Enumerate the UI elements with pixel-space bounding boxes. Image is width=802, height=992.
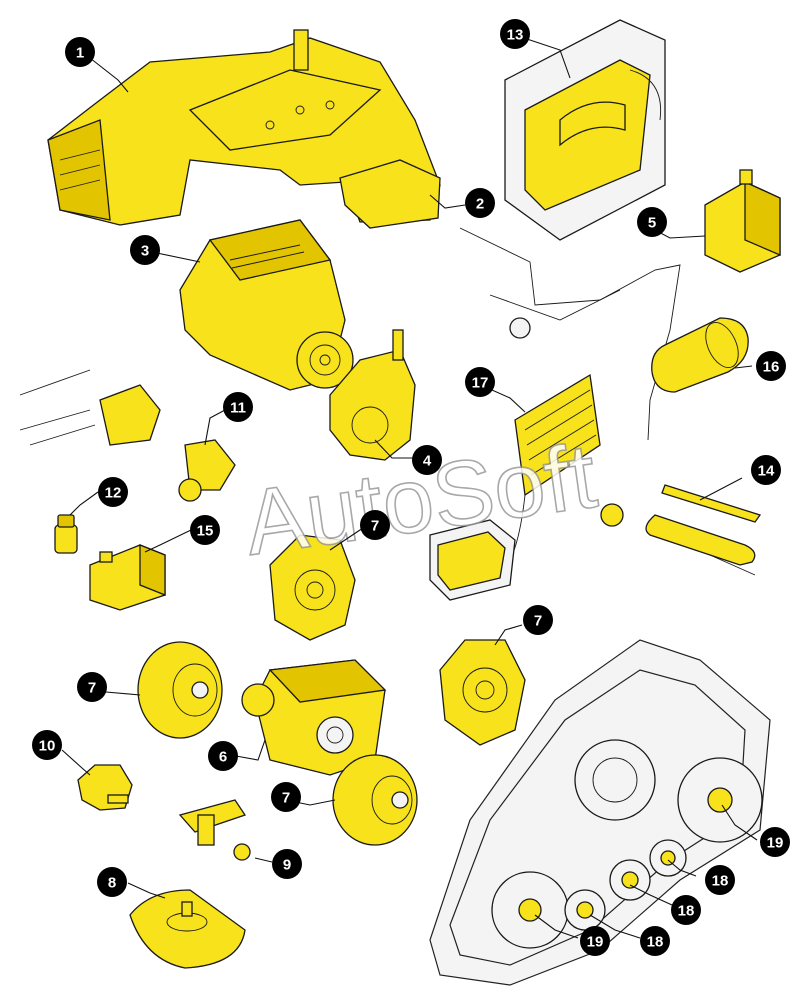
part-final-drive-1 — [269, 534, 356, 641]
callout-10: 10 — [32, 730, 62, 760]
callout-11: 11 — [223, 392, 253, 422]
callout-14: 14 — [751, 455, 781, 485]
part-expansion-tank — [89, 544, 166, 611]
callout-18-c: 18 — [640, 926, 670, 956]
svg-text:7: 7 — [534, 613, 542, 630]
part-gear-housing — [329, 329, 416, 461]
part-cooling-package — [504, 19, 666, 241]
svg-text:19: 19 — [587, 934, 604, 951]
svg-text:13: 13 — [507, 27, 524, 44]
part-frame-bracket — [339, 159, 441, 229]
leader-lines — [61, 35, 758, 939]
part-air-tank — [651, 317, 749, 393]
callout-15: 15 — [190, 515, 220, 545]
part-control-unit — [429, 503, 624, 601]
svg-text:4: 4 — [423, 453, 432, 470]
part-hydraulic-reservoir — [704, 169, 781, 273]
callout-7-top: 7 — [360, 510, 390, 540]
part-sensor-canister — [54, 514, 78, 554]
svg-text:6: 6 — [219, 749, 227, 766]
svg-text:19: 19 — [767, 835, 784, 852]
callout-13: 13 — [500, 19, 530, 49]
svg-text:5: 5 — [648, 215, 656, 232]
svg-text:14: 14 — [758, 463, 775, 480]
svg-text:1: 1 — [76, 45, 84, 62]
callout-6: 6 — [208, 741, 238, 771]
callout-17: 17 — [465, 367, 495, 397]
svg-text:18: 18 — [712, 873, 729, 890]
part-grease-gun — [645, 484, 762, 576]
part-track-undercarriage — [429, 639, 771, 986]
callout-3: 3 — [130, 235, 160, 265]
callout-7-left: 7 — [77, 672, 107, 702]
svg-text:11: 11 — [230, 400, 246, 417]
svg-text:10: 10 — [39, 738, 56, 755]
svg-text:2: 2 — [476, 196, 484, 213]
callout-18-a: 18 — [705, 865, 735, 895]
callout-12: 12 — [98, 477, 128, 507]
callout-18-b: 18 — [671, 895, 701, 925]
callout-19-a: 19 — [760, 827, 790, 857]
svg-text:17: 17 — [472, 375, 489, 392]
part-final-drive-2 — [137, 641, 223, 739]
svg-text:7: 7 — [282, 790, 290, 807]
svg-text:16: 16 — [763, 359, 780, 376]
part-pto-gearbox — [19, 369, 236, 502]
callout-19-b: 19 — [580, 926, 610, 956]
callout-9: 9 — [272, 849, 302, 879]
part-final-drive-4 — [332, 754, 418, 846]
part-angle-drive — [77, 764, 133, 811]
part-final-drive-3 — [439, 639, 526, 746]
svg-text:3: 3 — [141, 243, 149, 260]
part-engine — [179, 219, 354, 391]
svg-text:18: 18 — [678, 903, 695, 920]
part-oil-pan — [129, 889, 246, 969]
part-transmission — [241, 659, 387, 776]
callout-7-lower: 7 — [271, 782, 301, 812]
callout-2: 2 — [465, 188, 495, 218]
svg-text:7: 7 — [371, 518, 379, 535]
callout-5: 5 — [637, 207, 667, 237]
svg-text:18: 18 — [647, 934, 664, 951]
svg-text:12: 12 — [105, 485, 122, 502]
callout-8: 8 — [97, 867, 127, 897]
svg-text:7: 7 — [88, 680, 96, 697]
part-steering-shaft — [178, 799, 251, 861]
callout-7-right: 7 — [523, 605, 553, 635]
callout-4: 4 — [412, 445, 442, 475]
part-condenser — [469, 373, 601, 571]
svg-text:8: 8 — [108, 875, 116, 892]
svg-text:9: 9 — [283, 857, 291, 874]
svg-text:15: 15 — [197, 523, 214, 540]
callout-1: 1 — [65, 37, 95, 67]
callout-16: 16 — [756, 351, 786, 381]
